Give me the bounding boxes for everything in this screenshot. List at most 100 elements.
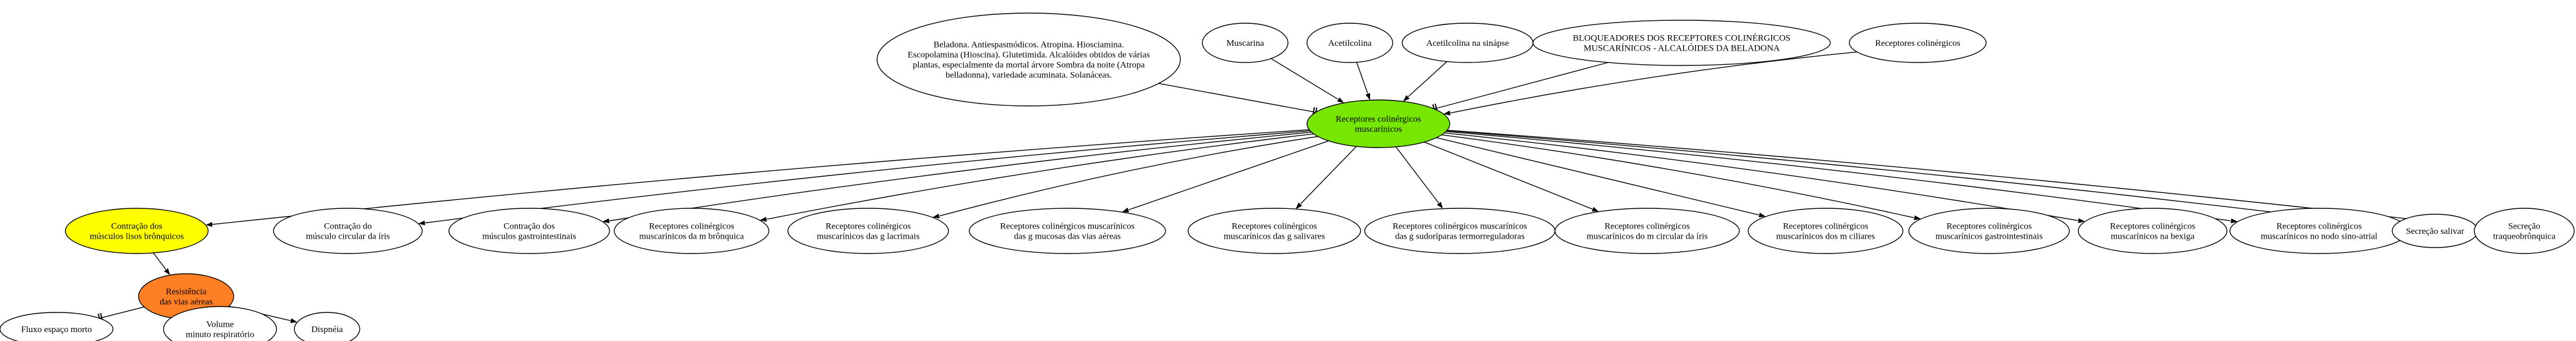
edge-bloqueadores-to-center <box>1432 62 1609 114</box>
edge-line <box>1128 140 1329 211</box>
node-label-line: Contração dos <box>111 222 162 231</box>
node-ellipse <box>1306 99 1450 148</box>
node-label-line: muscarínicos da m brônquica <box>639 232 744 242</box>
node-acetilcolina-sinapse[interactable]: Acetilcolina na sinápse <box>1402 23 1534 63</box>
node-label-line: Receptores colinérgicos <box>1875 39 1961 48</box>
edge-line <box>1437 62 1609 109</box>
edge-line <box>939 136 1318 217</box>
edge-line <box>1441 134 1914 218</box>
node-beladona[interactable]: Beladona. Antiespasmódicos. Atropina. Hi… <box>877 12 1181 107</box>
node-ellipse <box>1849 23 1987 63</box>
node-label-line: Receptores colinérgicos <box>2276 222 2362 231</box>
arrowhead-icon <box>602 218 610 224</box>
edge-muscarina-to-center <box>1271 58 1344 103</box>
node-label-line: Receptores colinérgicos muscarínicos <box>1000 222 1135 231</box>
edge-line <box>766 133 1314 220</box>
edge-contracao-bronquicos-to-resistencia <box>153 252 170 276</box>
edge-center-to-rec-lacrimais <box>932 136 1318 218</box>
edge-center-to-rec-salivares <box>1295 146 1357 209</box>
edge-center-to-rec-bexiga <box>1444 132 2085 223</box>
edge-center-to-contracao-iris <box>418 130 1311 226</box>
arrowhead-icon <box>418 220 425 226</box>
node-label-line: muscarínicos <box>1355 125 1402 134</box>
node-label-line: muscarínicos das g lacrimais <box>817 232 920 242</box>
node-label-line: belladonna), variedade acuminata. Solaná… <box>945 71 1112 80</box>
node-label-line: Contração dos <box>504 222 555 231</box>
node-label-line: Acetilcolina <box>1328 39 1372 48</box>
node-bloqueadores[interactable]: BLOQUEADORES DOS RECEPTORES COLINÉRGICOS… <box>1532 20 1831 66</box>
node-label-line: muscarínicos gastrointestinais <box>1936 232 2043 242</box>
arrowhead-icon <box>2078 218 2085 223</box>
node-ellipse <box>163 306 277 341</box>
edge-line <box>1356 62 1368 94</box>
edge-line <box>1424 142 1592 209</box>
node-label-line: das vias aéreas <box>159 298 212 307</box>
edge-line <box>1158 83 1313 112</box>
node-label-line: Dispnéia <box>311 325 343 334</box>
node-label-line: traqueobrônquica <box>2493 232 2556 242</box>
node-label-line: Receptores colinérgicos <box>1946 222 2032 231</box>
edge-center-to-contracao-gastro <box>602 132 1312 224</box>
node-ellipse <box>614 208 769 254</box>
edge-line <box>609 132 1312 221</box>
node-label-line: Secreção salivar <box>2406 227 2464 236</box>
node-receptores-colinergicos[interactable]: Receptores colinérgicos <box>1849 23 1987 63</box>
node-ellipse <box>294 312 360 341</box>
node-secrecao-salivar[interactable]: Secreção salivar <box>2392 214 2478 248</box>
node-label-line: das g mucosas das vias aéreas <box>1014 232 1121 242</box>
node-label-line: músculo circular da íris <box>306 232 389 242</box>
edge-receptores-colinergicos-to-center <box>1443 51 1858 115</box>
node-label-line: Acetilcolina na sinápse <box>1426 39 1509 48</box>
edge-center-to-contracao-bronquicos <box>205 129 1309 227</box>
node-label-line: muscarínicos dos m ciliares <box>1776 232 1875 242</box>
node-label-line: Receptores colinérgicos <box>2110 222 2195 231</box>
node-ellipse <box>787 208 949 254</box>
node-ellipse <box>1908 208 2070 254</box>
edge-line <box>212 129 1309 225</box>
node-label-line: Receptores colinérgicos <box>1783 222 1868 231</box>
arrowhead-icon <box>1591 207 1599 212</box>
arrowhead-icon <box>1914 215 1921 220</box>
node-ellipse <box>448 208 610 254</box>
node-label-line: muscarínicos na bexiga <box>2111 232 2195 242</box>
node-label-line: Beladona. Antiespasmódicos. Atropina. Hi… <box>934 40 1124 50</box>
arrowhead-icon <box>1437 202 1443 209</box>
node-fluxo[interactable]: Fluxo espaço morto <box>0 312 114 341</box>
node-label-line: BLOQUEADORES DOS RECEPTORES COLINÉRGICOS <box>1573 33 1790 43</box>
edge-beladona-to-center <box>1158 83 1318 117</box>
edge-line <box>1300 146 1357 205</box>
node-label-line: Escopolamina (Hioscina). Glutetimida. Al… <box>907 51 1150 60</box>
arrowhead-icon <box>290 318 297 323</box>
node-label-line: músculos gastrointestinais <box>482 232 576 242</box>
node-rec-mucosas[interactable]: Receptores colinérgicos muscarínicosdas … <box>969 208 1166 254</box>
node-dispneia[interactable]: Dispnéia <box>294 312 360 341</box>
node-ellipse <box>1306 23 1393 63</box>
arrowhead-icon <box>1295 202 1302 209</box>
node-rec-sudoriparas[interactable]: Receptores colinérgicos muscarínicosdas … <box>1364 208 1556 254</box>
edge-center-to-rec-sinoatrial <box>1446 131 2238 224</box>
node-ellipse <box>2474 208 2575 254</box>
node-acetilcolina[interactable]: Acetilcolina <box>1306 23 1393 63</box>
node-muscarina[interactable]: Muscarina <box>1202 23 1289 63</box>
node-ellipse <box>273 208 423 254</box>
edge-center-to-rec-sudoriparas <box>1395 146 1443 209</box>
edge-line <box>153 252 167 270</box>
node-label-line: Receptores colinérgicos <box>649 222 734 231</box>
node-label-line: Receptores colinérgicos <box>1604 222 1690 231</box>
arrowhead-icon <box>2231 218 2238 224</box>
nodes-layer: Beladona. Antiespasmódicos. Atropina. Hi… <box>0 12 2575 341</box>
